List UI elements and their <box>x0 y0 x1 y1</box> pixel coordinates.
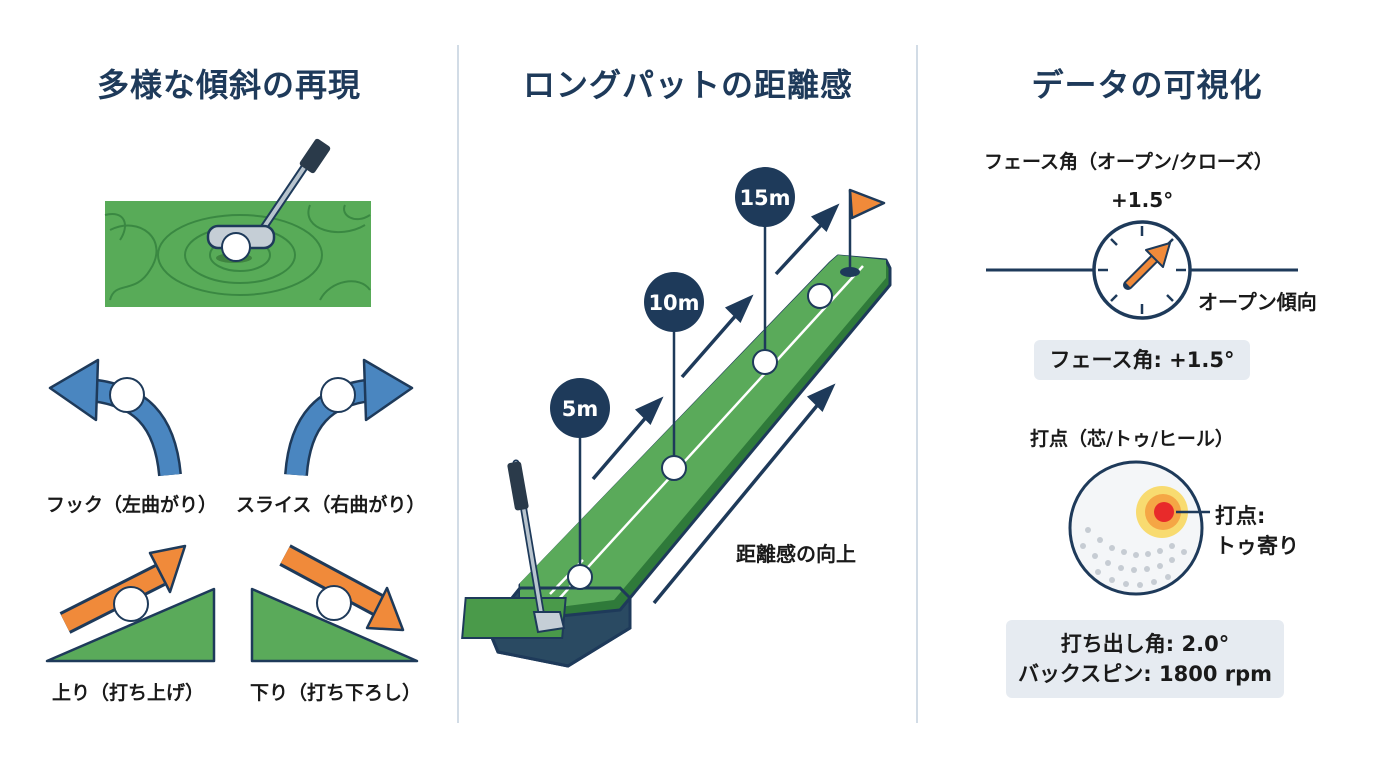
downhill-slope-icon <box>250 544 419 663</box>
divider-left <box>457 45 459 723</box>
long-putt-panel: ロングパットの距離感 <box>458 0 918 768</box>
impact-label-line2: トゥ寄り <box>1215 534 1299 558</box>
downhill-label: 下り（打ち下ろし） <box>250 682 422 704</box>
face-angle-heading: フェース角（オープン/クローズ） <box>984 151 1273 173</box>
slice-label: スライス（右曲がり） <box>236 494 426 516</box>
data-viz-title: データの可視化 <box>1031 66 1263 104</box>
slopes-panel: 多様な傾斜の再現 <box>0 0 458 768</box>
backspin: バックスピン: 1800 rpm <box>1017 662 1273 686</box>
data-viz-illustration <box>986 220 1298 596</box>
face-angle-direction: オープン傾向 <box>1198 290 1317 314</box>
golf-ball-icon <box>109 377 145 413</box>
marker-10m-icon <box>644 272 704 332</box>
impact-heading: 打点（芯/トゥ/ヒール） <box>1030 428 1234 450</box>
golf-ball-icon <box>567 283 833 590</box>
face-angle-value: +1.5° <box>1111 188 1174 212</box>
uphill-label: 上り（打ち上げ） <box>52 682 205 704</box>
hook-label: フック（左曲がり） <box>46 494 218 516</box>
impact-label-line1: 打点: <box>1215 504 1266 528</box>
launch-data-box: 打ち出し角: 2.0° バックスピン: 1800 rpm <box>1006 620 1284 698</box>
putting-mat-icon <box>461 254 892 668</box>
marker-15m: 15m <box>739 186 790 210</box>
slopes-illustration <box>45 138 419 663</box>
face-angle-readout: フェース角: +1.5° <box>1034 340 1250 380</box>
golf-ball-icon <box>113 586 149 622</box>
golf-ball-icon <box>320 377 356 413</box>
data-viz-panel: データの可視化 フェース角（オープン/クローズ） +1.5° <box>918 0 1376 768</box>
distance-caption: 距離感の向上 <box>736 542 856 566</box>
launch-angle: 打ち出し角: 2.0° <box>1060 632 1230 656</box>
impact-ball-icon <box>1068 460 1210 596</box>
face-angle-gauge-icon <box>986 220 1298 320</box>
slice-arrow-icon <box>284 358 414 477</box>
marker-5m: 5m <box>562 397 599 421</box>
marker-15m-icon <box>735 167 795 227</box>
divider-right <box>916 45 918 723</box>
marker-5m-icon <box>550 378 610 438</box>
marker-10m: 10m <box>648 291 699 315</box>
putter-icon <box>507 459 566 634</box>
direction-arrow-icon <box>591 203 840 605</box>
long-putt-title: ロングパットの距離感 <box>522 66 853 104</box>
golf-ball-icon <box>221 232 251 262</box>
slopes-title: 多様な傾斜の再現 <box>96 66 361 104</box>
golf-ball-icon <box>316 585 352 621</box>
hook-arrow-icon <box>48 358 182 477</box>
flag-icon <box>848 188 886 270</box>
putting-mat-illustration: 5m 10m 15m <box>461 167 892 668</box>
uphill-slope-icon <box>45 544 216 663</box>
